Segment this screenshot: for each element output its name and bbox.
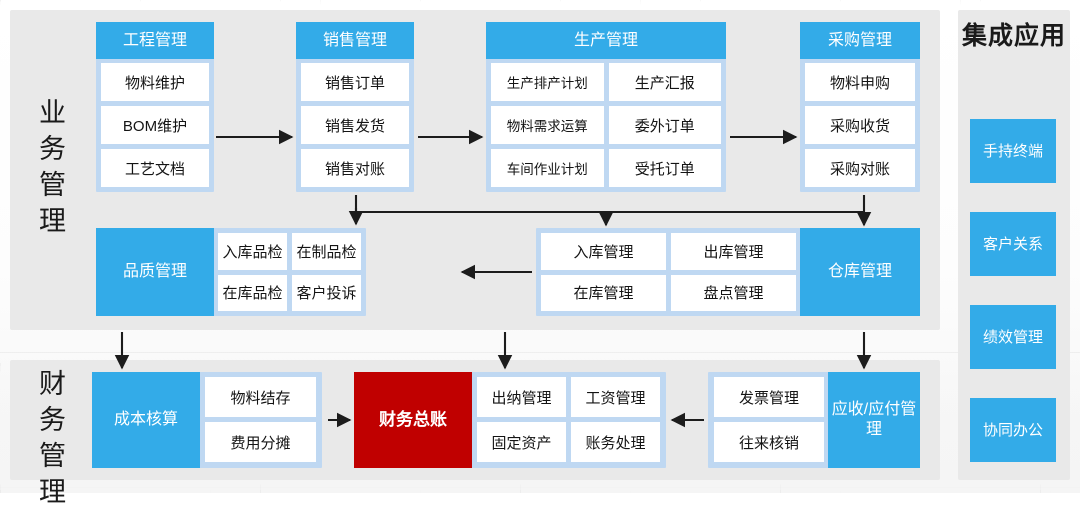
integration-app-button[interactable]: 绩效管理 bbox=[970, 305, 1056, 369]
integration-app-button[interactable]: 客户关系 bbox=[970, 212, 1056, 276]
integration-app-button[interactable]: 协同办公 bbox=[970, 398, 1056, 462]
module-cell[interactable]: 物料申购 bbox=[805, 63, 915, 101]
module-cell[interactable]: 出库管理 bbox=[671, 233, 796, 270]
module-cell[interactable]: 车间作业计划 bbox=[491, 149, 604, 187]
module-cell[interactable]: 受托订单 bbox=[608, 149, 721, 187]
module-cell[interactable]: 物料维护 bbox=[101, 63, 209, 101]
module-cell[interactable]: 在制品检 bbox=[292, 233, 361, 270]
module-cell[interactable]: 入库管理 bbox=[541, 233, 666, 270]
group-quality-header[interactable]: 品质管理 bbox=[96, 228, 214, 316]
group-engineering-header[interactable]: 工程管理 bbox=[96, 22, 214, 59]
group-warehouse[interactable]: 入库管理 出库管理 在库管理 盘点管理 仓库管理 bbox=[536, 228, 920, 316]
module-cell[interactable]: 入库品检 bbox=[218, 233, 287, 270]
group-sales[interactable]: 销售管理 销售订单 销售发货 销售对账 bbox=[296, 22, 414, 192]
module-cell[interactable]: 盘点管理 bbox=[671, 274, 796, 311]
module-cell[interactable]: 生产汇报 bbox=[608, 63, 721, 101]
module-cell[interactable]: 工艺文档 bbox=[101, 149, 209, 187]
module-cell[interactable]: 采购对账 bbox=[805, 149, 915, 187]
module-cell[interactable]: 费用分摊 bbox=[205, 422, 316, 462]
panel-business-title: 业务管理 bbox=[39, 98, 67, 237]
group-sales-header[interactable]: 销售管理 bbox=[296, 22, 414, 59]
group-receivable-header[interactable]: 应收/应付管理 bbox=[828, 372, 920, 468]
integration-app-button[interactable]: 手持终端 bbox=[970, 119, 1056, 183]
group-warehouse-header[interactable]: 仓库管理 bbox=[800, 228, 920, 316]
module-cell[interactable]: 往来核销 bbox=[714, 422, 824, 462]
module-cell[interactable]: 发票管理 bbox=[714, 377, 824, 417]
group-ledger-header[interactable]: 财务总账 bbox=[354, 372, 472, 468]
module-cell[interactable]: BOM维护 bbox=[101, 106, 209, 144]
panel-finance-title: 财务管理 bbox=[39, 369, 67, 508]
module-cell[interactable]: 物料需求运算 bbox=[491, 106, 604, 144]
group-costing-header[interactable]: 成本核算 bbox=[92, 372, 200, 468]
module-cell[interactable]: 物料结存 bbox=[205, 377, 316, 417]
module-cell[interactable]: 工资管理 bbox=[571, 377, 660, 417]
group-production-header[interactable]: 生产管理 bbox=[486, 22, 726, 59]
group-production[interactable]: 生产管理 生产排产计划 生产汇报 物料需求运算 委外订单 车间作业计划 受托订单 bbox=[486, 22, 726, 192]
module-cell[interactable]: 生产排产计划 bbox=[491, 63, 604, 101]
group-purchasing[interactable]: 采购管理 物料申购 采购收货 采购对账 bbox=[800, 22, 920, 192]
module-cell[interactable]: 采购收货 bbox=[805, 106, 915, 144]
module-cell[interactable]: 出纳管理 bbox=[477, 377, 566, 417]
module-cell[interactable]: 账务处理 bbox=[571, 422, 660, 462]
module-cell[interactable]: 在库品检 bbox=[218, 274, 287, 311]
module-cell[interactable]: 销售发货 bbox=[301, 106, 409, 144]
module-cell[interactable]: 在库管理 bbox=[541, 274, 666, 311]
group-ledger[interactable]: 财务总账 出纳管理 工资管理 固定资产 账务处理 bbox=[354, 372, 666, 468]
group-quality[interactable]: 品质管理 入库品检 在制品检 在库品检 客户投诉 bbox=[96, 228, 366, 316]
module-cell[interactable]: 委外订单 bbox=[608, 106, 721, 144]
module-cell[interactable]: 固定资产 bbox=[477, 422, 566, 462]
group-engineering[interactable]: 工程管理 物料维护 BOM维护 工艺文档 bbox=[96, 22, 214, 192]
group-receivable[interactable]: 发票管理 往来核销 应收/应付管理 bbox=[708, 372, 920, 468]
group-purchasing-header[interactable]: 采购管理 bbox=[800, 22, 920, 59]
group-costing[interactable]: 成本核算 物料结存 费用分摊 bbox=[92, 372, 322, 468]
module-cell[interactable]: 销售订单 bbox=[301, 63, 409, 101]
module-cell[interactable]: 客户投诉 bbox=[292, 274, 361, 311]
module-cell[interactable]: 销售对账 bbox=[301, 149, 409, 187]
panel-integration-title: 集成应用 bbox=[962, 21, 1067, 50]
